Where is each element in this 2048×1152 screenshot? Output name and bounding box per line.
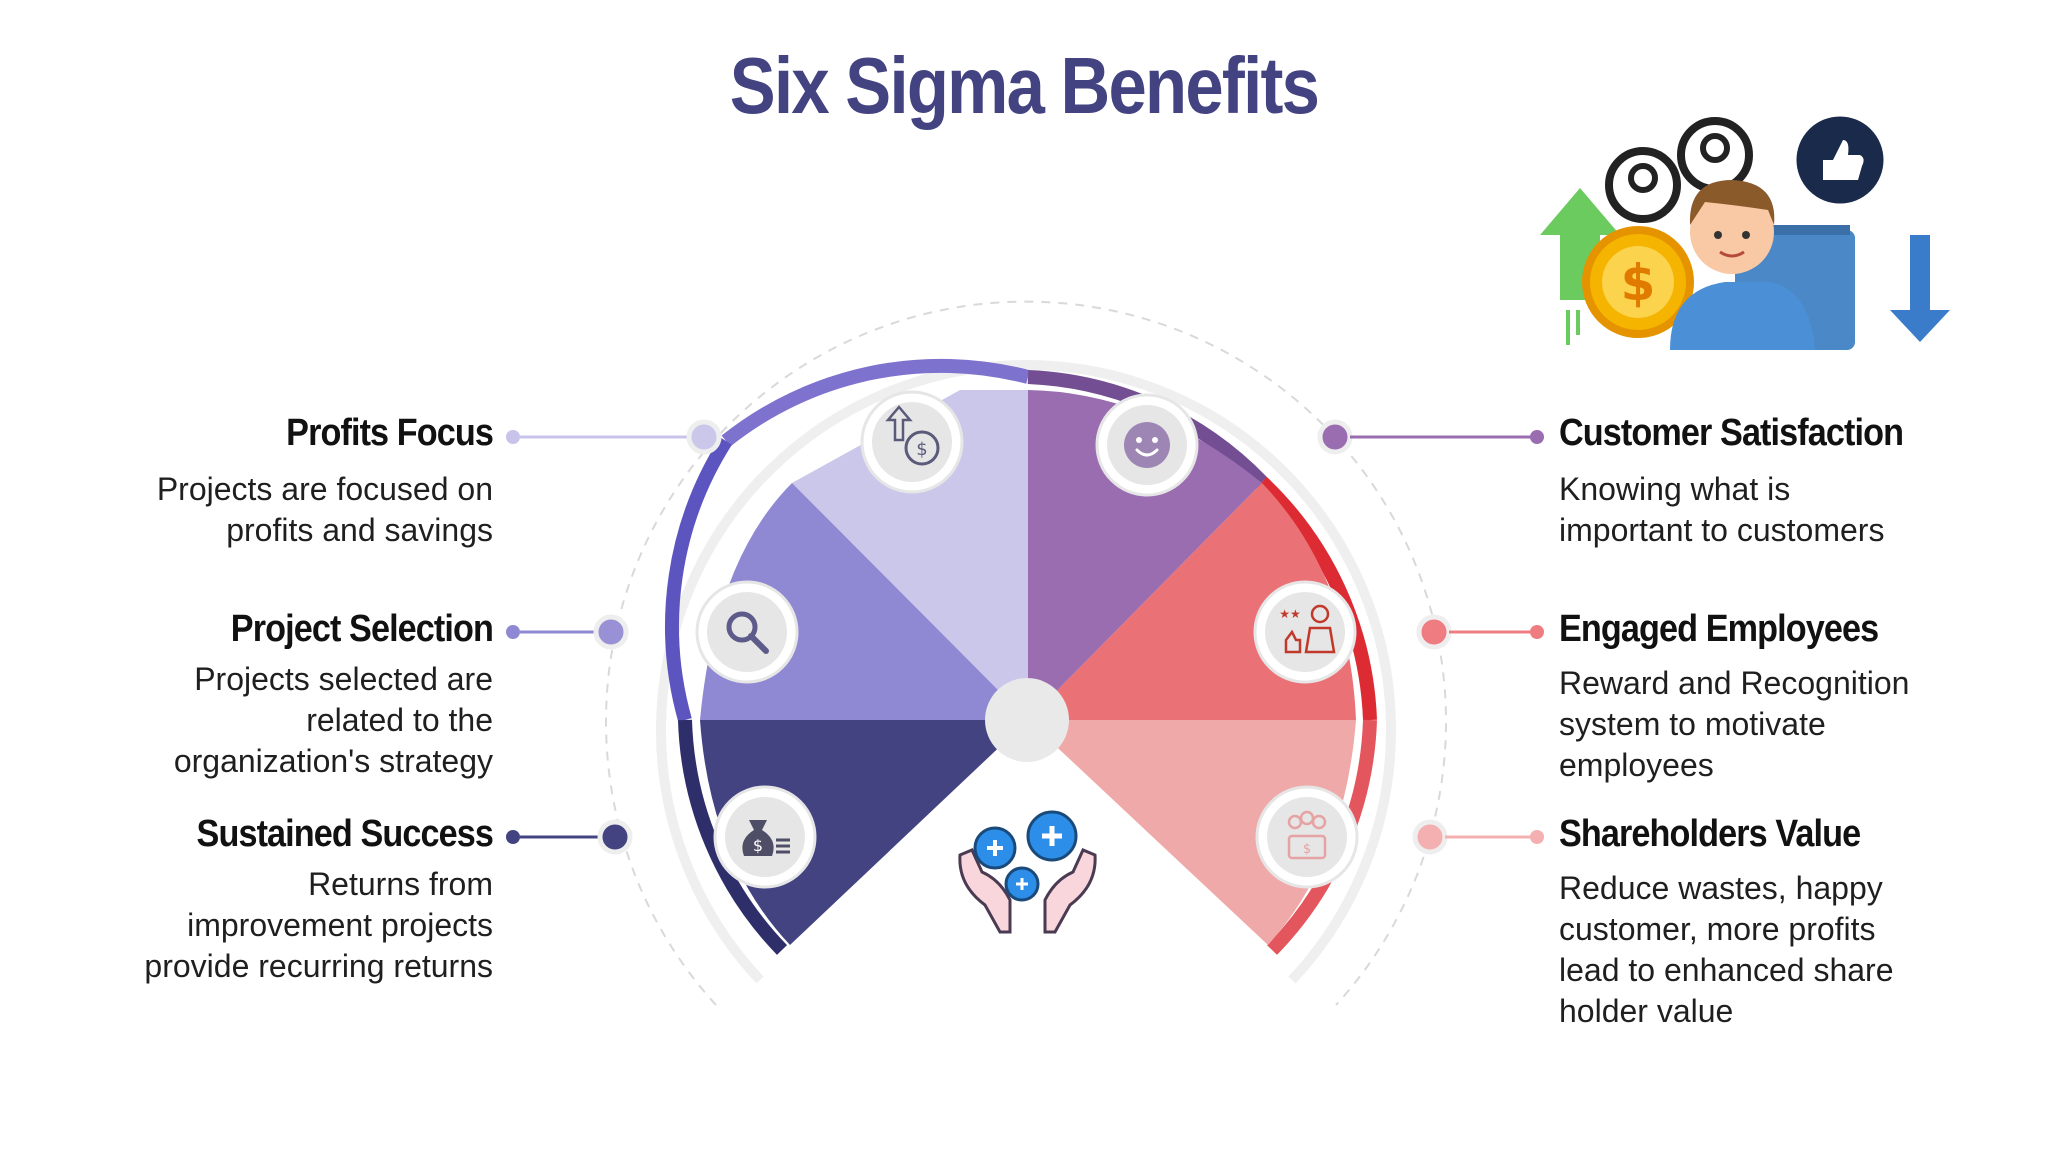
care-hands-plus-icon <box>958 810 1097 934</box>
segment-customer-satisfaction <box>1028 390 1262 720</box>
connector-shareholders-value <box>1412 819 1544 855</box>
segment-sustained-success <box>700 720 1028 945</box>
segment-shareholders-value <box>1028 720 1356 945</box>
connector-sustained-success <box>506 819 633 855</box>
svg-text:$: $ <box>753 836 763 855</box>
benefit-description: Reward and Recognition system to motivat… <box>1559 665 1910 783</box>
benefit-description: Returns from improvement projects provid… <box>144 866 493 984</box>
benefit-description: Projects are focused on profits and savi… <box>156 471 493 548</box>
rim-selection <box>665 437 732 722</box>
connector-engaged-employees <box>1416 614 1544 650</box>
rim-profits <box>721 358 1030 447</box>
shareholders-icon: $ <box>1255 785 1359 889</box>
benefit-project-selection: Project Selection Projects selected are … <box>73 608 494 782</box>
connector-project-selection <box>506 614 629 650</box>
rim-sustained <box>678 719 788 955</box>
benefit-description: Reduce wastes, happy customer, more prof… <box>1559 870 1894 1029</box>
money-growth-icon: $ <box>860 390 964 494</box>
benefit-shareholders-value: Shareholders Value Reduce wastes, happy … <box>1559 813 1979 1032</box>
benefit-sustained-success: Sustained Success Returns from improveme… <box>73 813 493 987</box>
benefit-customer-satisfaction: Customer Satisfaction Knowing what is im… <box>1559 412 1979 551</box>
money-bag-icon: $ <box>713 785 817 889</box>
benefit-heading: Project Selection <box>230 608 494 650</box>
outer-dashed-arc <box>605 300 1447 1006</box>
connector-customer-satisfaction <box>1317 419 1544 455</box>
down-arrow-icon <box>1890 235 1950 342</box>
connector-profits-focus <box>506 419 722 455</box>
segment-profits-focus <box>792 390 1028 720</box>
center-hub <box>985 678 1069 762</box>
thumbs-up-icon <box>1823 140 1864 180</box>
benefit-description: Knowing what is important to customers <box>1559 471 1885 548</box>
benefit-heading: Profits Focus <box>286 412 494 454</box>
benefit-heading: Shareholders Value <box>1559 813 1861 855</box>
benefit-heading: Engaged Employees <box>1559 608 1879 650</box>
benefit-profits-focus: Profits Focus Projects are focused on pr… <box>73 412 494 551</box>
rim-employees <box>1257 476 1377 721</box>
benefit-description: Projects selected are related to the org… <box>173 661 493 779</box>
employee-award-icon: ★★ <box>1253 580 1357 684</box>
benefit-heading: Customer Satisfaction <box>1559 412 1904 454</box>
customer-profit-illustration: $ <box>1540 111 1950 350</box>
outer-solid-arc <box>656 360 1396 984</box>
svg-text:$: $ <box>1303 842 1311 857</box>
benefit-engaged-employees: Engaged Employees Reward and Recognition… <box>1559 608 1979 786</box>
svg-text:★★: ★★ <box>1279 607 1301 621</box>
benefit-heading: Sustained Success <box>196 813 494 855</box>
svg-text:$: $ <box>916 439 927 460</box>
magnifier-icon <box>695 580 799 684</box>
svg-text:$: $ <box>1621 254 1656 312</box>
page-title: Six Sigma Benefits <box>729 41 1320 130</box>
smiley-icon <box>1095 393 1199 497</box>
